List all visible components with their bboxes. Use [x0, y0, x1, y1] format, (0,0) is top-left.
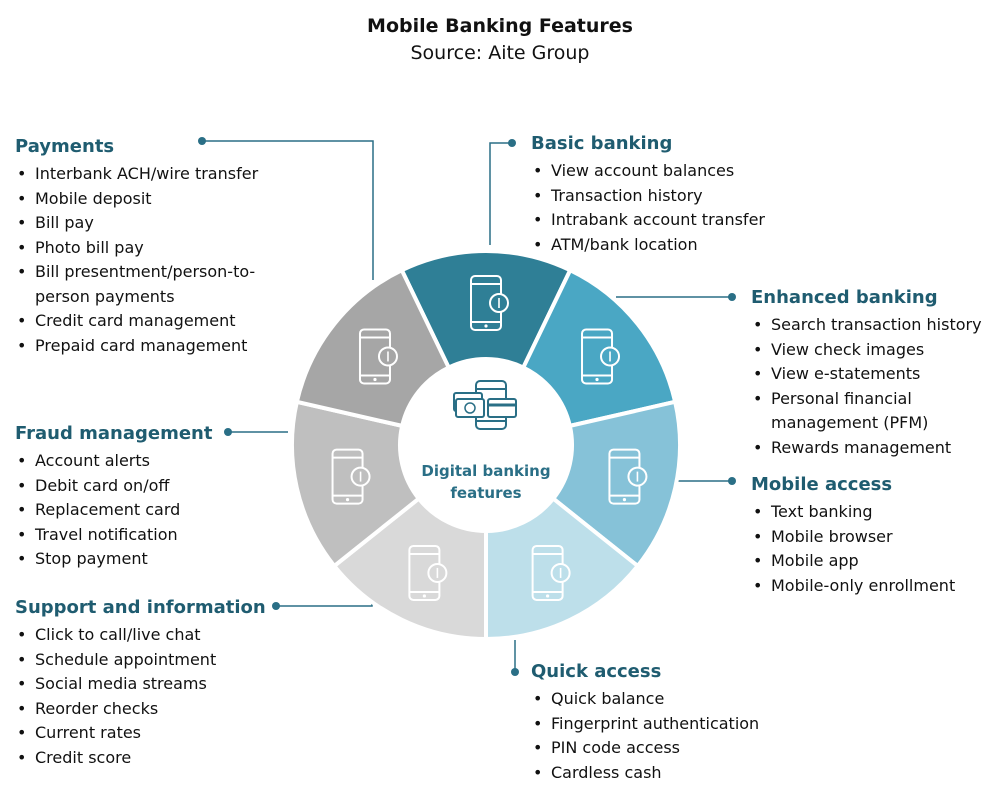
category-enhanced-banking: Enhanced banking Search transaction hist… [751, 287, 982, 460]
list-item: ATM/bank location [531, 233, 765, 258]
list-item: Bill pay [15, 211, 258, 236]
list-item: Quick balance [531, 687, 759, 712]
category-payments: Payments Interbank ACH/wire transfer Mob… [15, 136, 258, 358]
connector-dot-quick [511, 668, 519, 676]
category-basic-banking: Basic banking View account balances Tran… [531, 133, 765, 257]
category-quick-access: Quick access Quick balance Fingerprint a… [531, 661, 759, 785]
center-circle [400, 359, 572, 531]
center-label-line-2: features [450, 484, 521, 502]
list-item: Click to call/live chat [15, 623, 266, 648]
list-item: Prepaid card management [15, 334, 258, 359]
list-item: Mobile-only enrollment [751, 574, 955, 599]
list-item: Schedule appointment [15, 648, 266, 673]
list-item: person payments [35, 286, 175, 306]
connector-dot-mobile [728, 477, 736, 485]
connector-dot-support [272, 602, 280, 610]
connector-basic [489, 142, 512, 245]
center-label-line-1: Digital banking [421, 462, 550, 480]
list-item: Intrabank account transfer [531, 208, 765, 233]
connector-support [276, 600, 373, 607]
list-item: Transaction history [531, 184, 765, 209]
category-title: Quick access [531, 661, 662, 682]
segment-icons [331, 275, 648, 601]
list-item: Credit score [15, 746, 266, 771]
list-item: Search transaction history [751, 313, 982, 338]
list-item: Account alerts [15, 449, 212, 474]
list-item: View e-statements [751, 362, 982, 387]
category-title: Support and information [15, 597, 266, 618]
phone-gear-dollar-icon [408, 544, 448, 601]
page-title: Mobile Banking Features [367, 15, 633, 37]
category-mobile-access: Mobile access Text banking Mobile browse… [751, 474, 955, 598]
list-item: Cardless cash [531, 761, 759, 786]
connector-dot-payments [198, 137, 206, 145]
category-title: Fraud management [15, 423, 213, 444]
fingerprint-phone-icon [531, 544, 571, 601]
list-item: Reorder checks [15, 697, 266, 722]
list-item: Social media streams [15, 672, 266, 697]
list-item: Travel notification [15, 523, 212, 548]
category-fraud-management: Fraud management Account alerts Debit ca… [15, 423, 212, 572]
connector-dot-fraud [224, 428, 232, 436]
list-item: Text banking [751, 500, 955, 525]
connector-lines [198, 137, 736, 676]
list-item: Current rates [15, 721, 266, 746]
mobile-dollar-coin-icon [608, 448, 648, 505]
mobile-statement-dollar-icon [581, 328, 621, 385]
list-item: Mobile browser [751, 525, 955, 550]
category-title: Basic banking [531, 133, 673, 154]
phone-card-payment-icon [358, 328, 398, 385]
list-item: Replacement card [15, 498, 212, 523]
list-item: Credit card management [15, 309, 258, 334]
center-mobile-cards-icon [453, 380, 517, 430]
connector-payments [202, 140, 374, 280]
list-item: Mobile deposit [15, 187, 258, 212]
list-item: View account balances [531, 159, 765, 184]
list-item: Interbank ACH/wire transfer [15, 162, 258, 187]
connector-dot-basic [508, 139, 516, 147]
phone-shield-icon [331, 448, 371, 505]
list-item: Photo bill pay [15, 236, 258, 261]
list-item: Fingerprint authentication [531, 712, 759, 737]
list-item: Rewards management [751, 436, 982, 461]
mobile-bank-icon [470, 275, 509, 331]
category-title: Enhanced banking [751, 287, 938, 308]
list-item: Stop payment [15, 547, 212, 572]
list-item: Bill presentment/person-to- [15, 260, 258, 285]
list-item: Debit card on/off [15, 474, 212, 499]
list-item: Mobile app [751, 549, 955, 574]
page-subtitle: Source: Aite Group [410, 42, 590, 64]
list-item: Personal financial [751, 387, 982, 412]
list-item: PIN code access [531, 736, 759, 761]
category-support-and-information: Support and information Click to call/li… [15, 597, 266, 770]
category-title: Mobile access [751, 474, 893, 495]
connector-dot-enhanced [728, 293, 736, 301]
list-item: View check images [751, 338, 982, 363]
list-item: management (PFM) [771, 413, 929, 432]
category-title: Payments [15, 136, 115, 157]
